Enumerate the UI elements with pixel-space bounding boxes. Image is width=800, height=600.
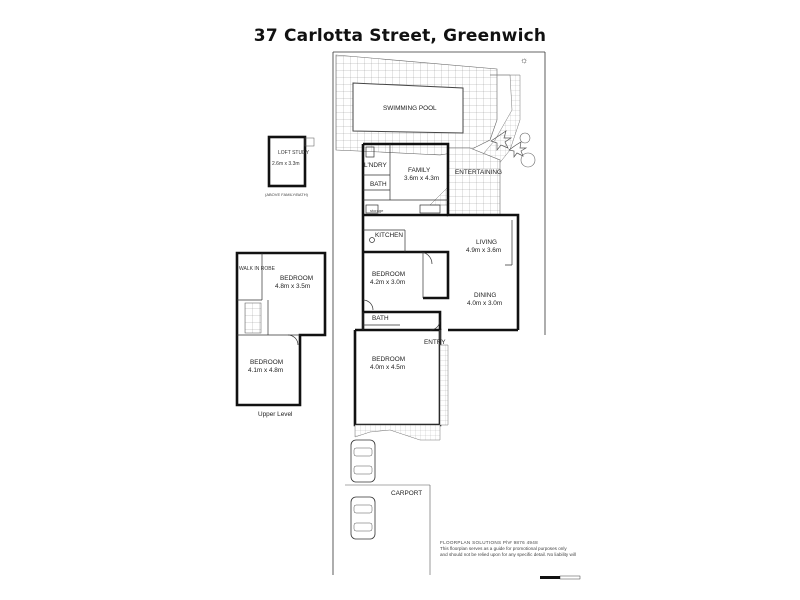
- north-arrow-icon: ☼: [520, 55, 528, 65]
- carport-label: CARPORT: [391, 490, 422, 497]
- car-icon: [350, 439, 376, 483]
- walk-in-robe-label: WALK IN ROBE: [239, 266, 276, 272]
- disclaimer-line: This floorplan serves as a guide for pro…: [440, 546, 567, 551]
- bedroom-label: BEDROOM: [372, 356, 405, 363]
- family-label: FAMILY: [408, 167, 431, 174]
- bath-label: BATH: [372, 315, 389, 322]
- loft-note: (ABOVE FAMILY/BATH): [265, 192, 309, 197]
- bedroom-label: BEDROOM: [280, 275, 313, 282]
- ground-floor: [353, 142, 520, 427]
- living-label: LIVING: [476, 239, 497, 246]
- loft-study-plan: LOFT STUDY 2.6m x 3.3m (ABOVE FAMILY/BAT…: [265, 135, 315, 197]
- entertaining-deck: [447, 147, 501, 216]
- entry-label: ENTRY: [424, 339, 446, 346]
- garden-plant: [519, 132, 531, 144]
- dining-label: DINING: [474, 292, 496, 299]
- bedroom-dim: 4.8m x 3.5m: [275, 283, 310, 290]
- upper-level-plan: WALK IN ROBE BEDROOM 4.8m x 3.5m BEDROOM…: [235, 251, 327, 418]
- swimming-pool: [352, 82, 464, 134]
- laundry-label: L'NDRY: [364, 162, 388, 169]
- dining-dim: 4.0m x 3.0m: [467, 300, 502, 307]
- front-garden: [354, 424, 441, 441]
- family-dim: 3.6m x 4.3m: [404, 175, 439, 182]
- carport: CARPORT: [345, 439, 431, 575]
- scale-bar: [540, 575, 581, 580]
- swimming-pool-label: SWIMMING POOL: [383, 105, 437, 112]
- page-title: 37 Carlotta Street, Greenwich: [253, 26, 547, 46]
- kitchen-label: KITCHEN: [375, 232, 403, 239]
- storage-label: storage: [370, 208, 384, 213]
- living-dim: 4.9m x 3.6m: [466, 247, 501, 254]
- disclaimer-line: and should not be relied upon for any sp…: [440, 552, 576, 557]
- garden-plant: [520, 152, 536, 168]
- bedroom-dim: 4.0m x 4.5m: [370, 364, 405, 371]
- property-boundary: [332, 51, 546, 575]
- bedroom-dim: 4.2m x 3.0m: [370, 279, 405, 286]
- disclaimer: FLOORPLAN SOLUTIONS Ph# 9876 4948 This f…: [440, 540, 590, 558]
- loft-study-dim: 2.6m x 3.3m: [272, 161, 300, 167]
- bath-label: BATH: [370, 181, 387, 188]
- disclaimer-header: FLOORPLAN SOLUTIONS Ph# 9876 4948: [440, 540, 538, 545]
- entertaining-label: ENTERTAINING: [455, 169, 502, 176]
- garden-plants: [490, 130, 528, 159]
- loft-study-label: LOFT STUDY: [278, 150, 310, 156]
- car-icon: [350, 496, 376, 540]
- bedroom-dim: 4.1m x 4.8m: [248, 367, 283, 374]
- bedroom-label: BEDROOM: [250, 359, 283, 366]
- upper-level-label: Upper Level: [258, 411, 292, 418]
- front-deck: [439, 330, 449, 426]
- bedroom-label: BEDROOM: [372, 271, 405, 278]
